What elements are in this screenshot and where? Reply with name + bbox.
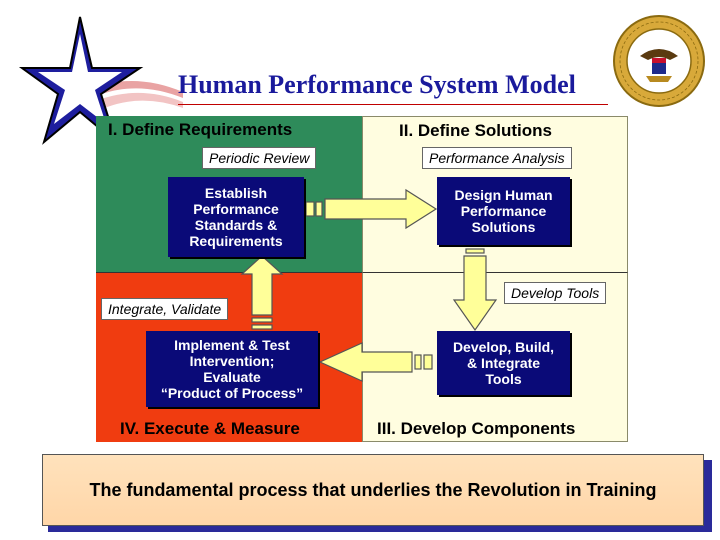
star-logo-icon <box>18 16 183 145</box>
summary-banner: The fundamental process that underlies t… <box>42 454 704 526</box>
navy-seal-icon <box>613 15 705 107</box>
quadrant-title-execute-measure: IV. Execute & Measure <box>120 419 300 438</box>
box-design-label: Design Human Performance Solutions <box>454 187 553 235</box>
quadrant-title-define-solutions: II. Define Solutions <box>399 121 553 140</box>
quadrant-title-define-requirements: I. Define Requirements <box>108 120 293 139</box>
page-title: Human Performance System Model <box>178 70 576 99</box>
note-integrate-validate: Integrate, Validate <box>101 298 229 320</box>
note-performance-analysis: Performance Analysis <box>422 147 572 169</box>
quadrant-title-develop-components: III. Develop Components <box>377 419 576 438</box>
note-periodic-review: Periodic Review <box>202 147 317 169</box>
title-divider <box>178 104 608 105</box>
box-develop-label: Develop, Build, & Integrate Tools <box>452 339 555 387</box>
box-design-solutions: Design Human Performance Solutions <box>437 177 570 245</box>
banner-text: The fundamental process that underlies t… <box>89 479 657 500</box>
box-develop-tools: Develop, Build, & Integrate Tools <box>437 331 570 395</box>
box-establish-label: Establish Performance Standards & Requir… <box>189 185 283 249</box>
box-establish-requirements: Establish Performance Standards & Requir… <box>168 177 304 257</box>
box-implement-test: Implement & Test Intervention; Evaluate … <box>146 331 318 407</box>
note-develop-tools: Develop Tools <box>504 282 607 304</box>
box-implement-label: Implement & Test Intervention; Evaluate … <box>160 337 304 401</box>
